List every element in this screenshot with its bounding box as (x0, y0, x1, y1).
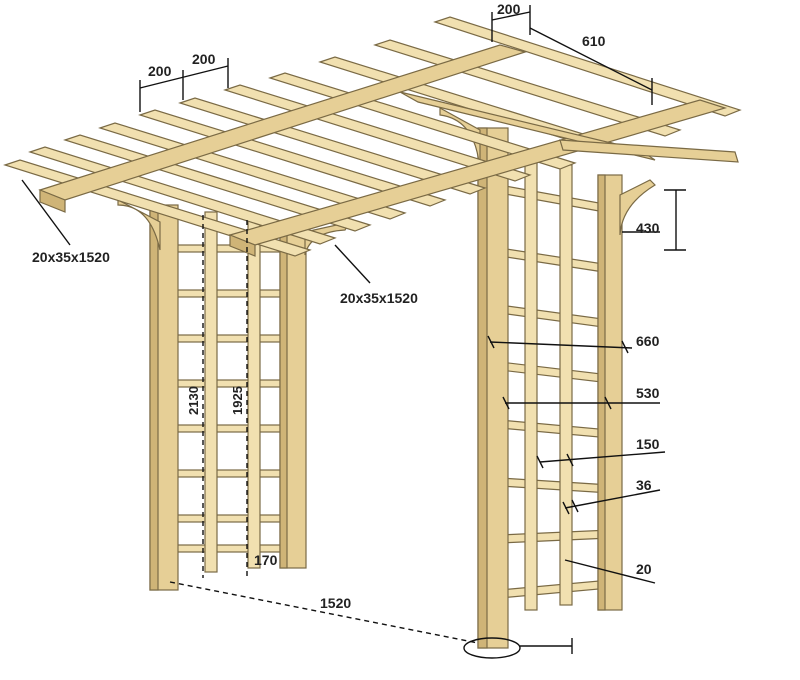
dimension-labels: 200 200 200 610 430 20x35x1520 20x35x152… (32, 1, 660, 611)
label-width-150: 150 (636, 436, 660, 452)
label-top-right-length: 610 (582, 33, 606, 49)
label-bracket-height: 430 (636, 220, 660, 236)
left-trellis (149, 204, 307, 591)
brackets (117, 106, 656, 256)
main-beams (38, 44, 739, 257)
label-gap-170: 170 (254, 552, 278, 568)
label-width-660: 660 (636, 333, 660, 349)
label-span-1520: 1520 (320, 595, 351, 611)
label-front-beam-size: 20x35x1520 (340, 290, 418, 306)
left-trellis-slats (159, 244, 291, 553)
dimension-lines (21, 5, 686, 659)
label-width-20: 20 (636, 561, 652, 577)
label-top-spacing-1: 200 (148, 63, 172, 79)
label-width-36: 36 (636, 477, 652, 493)
label-height-1925: 1925 (230, 386, 245, 415)
label-top-spacing-2: 200 (192, 51, 216, 67)
label-width-530: 530 (636, 385, 660, 401)
right-trellis-slats (499, 184, 611, 599)
right-trellis (477, 127, 623, 649)
label-top-right-spacing: 200 (497, 1, 521, 17)
label-left-rafter-size: 20x35x1520 (32, 249, 110, 265)
roof-rafters (3, 16, 742, 257)
label-height-2130: 2130 (186, 386, 201, 415)
